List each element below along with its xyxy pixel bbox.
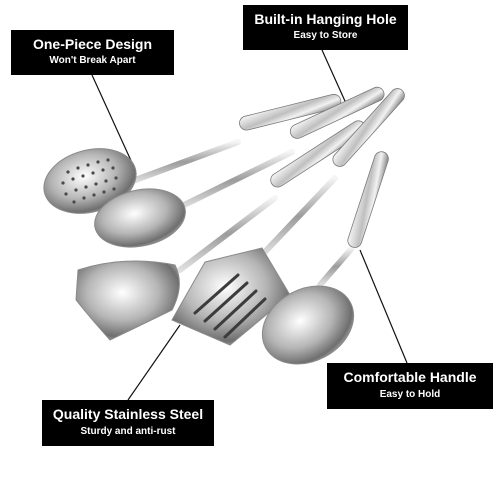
serving-spoon-utensil	[261, 151, 389, 365]
skimmer-utensil	[43, 93, 342, 214]
callout-hanging-hole: Built-in Hanging Hole Easy to Store	[243, 5, 408, 50]
callout-handle-title: Comfortable Handle	[343, 369, 477, 385]
callout-steel-subtitle: Sturdy and anti-rust	[80, 426, 176, 437]
callout-one-piece-design: One-Piece Design Won't Break Apart	[11, 30, 174, 75]
turner-slots-icon	[193, 273, 267, 339]
ladle-utensil	[94, 86, 385, 248]
callout-hanging-hole-subtitle: Easy to Store	[293, 30, 358, 41]
slotted-turner-utensil	[171, 88, 405, 346]
skimmer-holes-icon	[61, 158, 118, 204]
callout-hanging-hole-title: Built-in Hanging Hole	[254, 11, 397, 27]
callout-steel-title: Quality Stainless Steel	[52, 406, 204, 422]
leader-one-piece	[91, 74, 134, 166]
callout-stainless-steel: Quality Stainless Steel Sturdy and anti-…	[42, 400, 214, 446]
leader-steel	[127, 324, 181, 401]
wok-spatula-utensil	[75, 120, 366, 341]
callout-leader-lines	[91, 49, 408, 401]
callout-comfortable-handle: Comfortable Handle Easy to Hold	[327, 363, 493, 409]
leader-handle	[359, 249, 408, 364]
callout-one-piece-subtitle: Won't Break Apart	[49, 55, 136, 66]
callout-handle-subtitle: Easy to Hold	[379, 389, 441, 400]
leader-hanging-hole	[321, 49, 350, 111]
callout-one-piece-title: One-Piece Design	[32, 36, 153, 52]
